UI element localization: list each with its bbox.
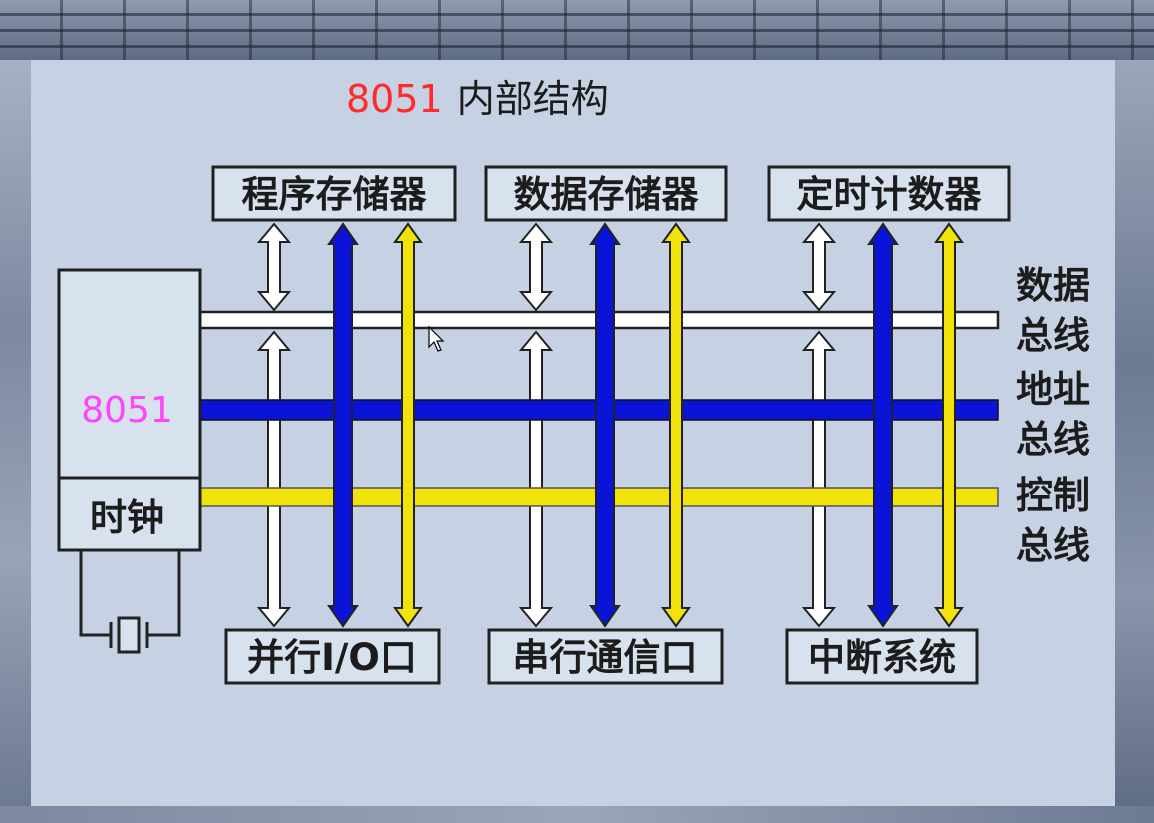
control-connector-arrow xyxy=(393,222,423,628)
bottom-module-label: 中断系统 xyxy=(808,636,956,679)
bus-label-address: 地址 总线 xyxy=(1016,368,1090,461)
bus-connectors xyxy=(256,222,837,628)
background-left-edge xyxy=(0,60,31,823)
bus-label-line1: 数据 xyxy=(1016,264,1090,307)
address-connector-arrow xyxy=(867,222,899,628)
bottom-module-serial-port: 串行通信口 xyxy=(487,628,724,685)
crystal-oscillator-icon xyxy=(79,550,181,654)
data-connector-arrow-top xyxy=(256,222,292,312)
bus-label-line2: 总线 xyxy=(1016,314,1090,357)
top-module-timer-counter: 定时计数器 xyxy=(767,165,1011,222)
cpu-label: 8051 xyxy=(81,390,173,431)
cpu-block: 8051 时钟 xyxy=(57,268,202,552)
bus-label-control: 控制 总线 xyxy=(1016,474,1090,567)
bottom-module-parallel-io: 并行I/O口 xyxy=(224,628,441,685)
bus-label-line1: 控制 xyxy=(1016,474,1090,517)
top-module-program-memory: 程序存储器 xyxy=(211,165,457,222)
data-connector-arrow-top xyxy=(518,222,554,312)
mouse-cursor-icon xyxy=(428,325,445,352)
bus-label-line1: 地址 xyxy=(1016,368,1090,411)
data-connector-arrow-bottom xyxy=(801,330,837,628)
data-connector-arrow-bottom xyxy=(256,330,292,628)
data-connector-arrow-top xyxy=(801,222,837,312)
control-connector-arrow xyxy=(934,222,964,628)
background-bottom-edge xyxy=(0,806,1154,823)
top-module-data-memory: 数据存储器 xyxy=(484,165,728,222)
top-module-label: 定时计数器 xyxy=(797,173,983,216)
control-connector-arrow xyxy=(661,222,691,628)
top-module-label: 程序存储器 xyxy=(242,173,428,216)
diagram-title: 8051 内部结构 xyxy=(346,77,609,121)
bottom-module-label: 串行通信口 xyxy=(513,636,698,679)
data-connector-arrow-bottom xyxy=(518,330,554,628)
bottom-module-label: 并行I/O口 xyxy=(247,636,417,679)
bus-label-data: 数据 总线 xyxy=(1016,264,1090,357)
bus-label-line2: 总线 xyxy=(1016,524,1090,567)
address-connector-arrow xyxy=(589,222,621,628)
bus-connectors-overlay xyxy=(327,222,964,628)
title-text: 内部结构 xyxy=(457,77,609,121)
address-connector-arrow xyxy=(327,222,359,628)
bus-label-line2: 总线 xyxy=(1016,418,1090,461)
bottom-module-interrupt-system: 中断系统 xyxy=(785,628,979,685)
background-brick-texture xyxy=(0,0,1154,60)
clock-label: 时钟 xyxy=(90,496,164,539)
background-right-edge xyxy=(1115,60,1154,823)
title-prefix: 8051 xyxy=(346,77,443,121)
top-module-label: 数据存储器 xyxy=(514,173,700,216)
